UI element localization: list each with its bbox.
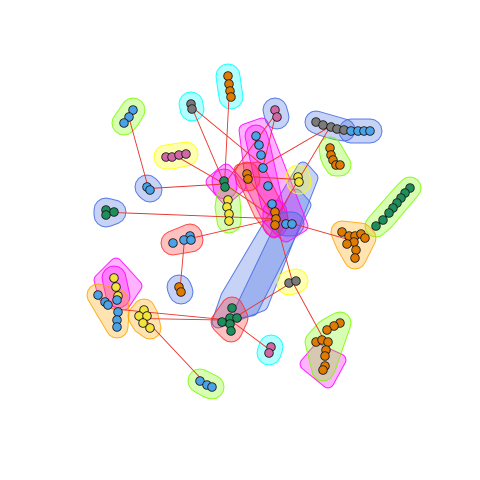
node-g29-0 (195, 376, 205, 386)
node-g29-2 (207, 382, 217, 392)
node-g17-2 (270, 220, 280, 230)
node-g07-3 (181, 149, 191, 159)
node-g21-1 (111, 282, 121, 292)
edge-g17-g20 (184, 218, 276, 241)
node-g04-1 (272, 112, 282, 122)
node-g27-7 (320, 351, 330, 361)
node-g19-7 (342, 239, 352, 249)
edge-g17-g16 (108, 211, 276, 220)
node-g13-1 (145, 185, 155, 195)
group-hulls (86, 63, 422, 400)
node-g23-1 (176, 287, 186, 297)
node-g27-9 (318, 365, 328, 375)
node-g26-5 (226, 326, 236, 336)
node-g03-0 (128, 105, 138, 115)
node-g25-4 (138, 318, 148, 328)
node-g28-1 (264, 348, 274, 358)
node-g11-1 (243, 174, 253, 184)
node-g24-6 (112, 322, 122, 332)
nodes (93, 71, 415, 392)
node-g19-5 (351, 245, 361, 255)
node-g19-0 (337, 227, 347, 237)
node-g08-1 (254, 140, 264, 150)
edge-g26-g24 (111, 308, 231, 321)
node-g16-2 (101, 210, 111, 220)
edge-g12-g04 (224, 113, 277, 185)
edge-g03-g13 (128, 116, 149, 189)
edge-g22-g27 (292, 281, 327, 345)
edge-g25-g29 (144, 318, 207, 385)
node-g27-2 (322, 325, 332, 335)
node-g08-0 (251, 131, 261, 141)
edge-g04-g08 (262, 113, 277, 166)
node-g24-3 (112, 295, 122, 305)
node-g08-5 (267, 199, 277, 209)
node-g15-3 (224, 216, 234, 226)
node-g14-5 (384, 208, 394, 218)
edge-g20-g23 (179, 239, 185, 290)
edge-g26-g25 (144, 318, 231, 321)
edge-g22-g26 (230, 281, 293, 321)
node-g14-6 (378, 215, 388, 225)
node-g26-0 (227, 303, 237, 313)
node-g05-1 (318, 120, 328, 130)
node-g06-3 (365, 126, 375, 136)
hull-g24 (86, 283, 130, 339)
node-g14-7 (371, 221, 381, 231)
node-g24-0 (93, 290, 103, 300)
node-g01-3 (226, 92, 236, 102)
node-g19-8 (360, 233, 370, 243)
node-g24-4 (113, 307, 123, 317)
edges (108, 86, 354, 385)
node-g21-0 (109, 273, 119, 283)
edge-g17-g12 (224, 183, 276, 220)
node-g12-1 (220, 182, 230, 192)
edge-g12-g02 (191, 106, 225, 185)
edge-g08-g05 (262, 126, 331, 167)
node-g08-3 (258, 163, 268, 173)
edge-g26-g28 (230, 319, 271, 351)
edge-g13-g12 (148, 183, 225, 189)
node-g20-3 (186, 235, 196, 245)
node-g27-1 (329, 321, 339, 331)
node-g24-2 (103, 300, 113, 310)
node-g10-1 (294, 177, 304, 187)
node-g26-2 (232, 313, 242, 323)
node-g01-0 (223, 71, 233, 81)
node-g08-2 (256, 150, 266, 160)
node-g25-2 (142, 311, 152, 321)
node-g09-4 (335, 160, 345, 170)
node-g02-1 (187, 104, 197, 114)
node-g25-3 (145, 323, 155, 333)
node-g03-2 (119, 118, 129, 128)
node-g20-2 (168, 238, 178, 248)
edge-g17-g22 (274, 218, 293, 283)
edge-g17-g05 (274, 126, 331, 219)
node-g26-3 (217, 317, 227, 327)
node-g03-1 (124, 112, 134, 122)
node-g16-1 (109, 207, 119, 217)
edge-g12-g07 (175, 155, 225, 185)
node-g18-1 (287, 219, 297, 229)
node-g08-4 (263, 181, 273, 191)
edge-g08-g02 (191, 106, 264, 167)
node-g22-1 (291, 276, 301, 286)
node-g19-6 (350, 253, 360, 263)
node-g27-5 (323, 337, 333, 347)
edge-g11-g10 (247, 176, 299, 180)
